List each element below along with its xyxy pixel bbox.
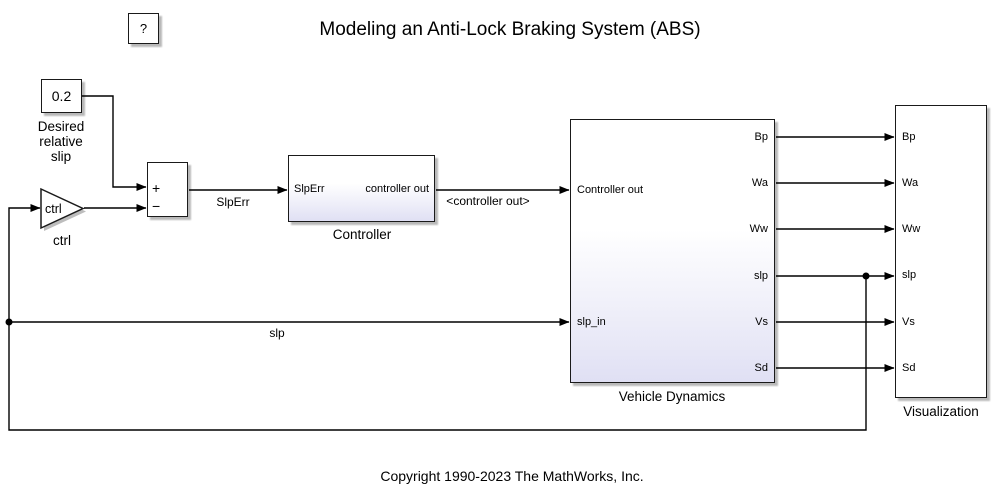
vis-inport-bp: Bp xyxy=(902,131,916,143)
vehicle-dynamics-block-label: Vehicle Dynamics xyxy=(618,389,726,404)
gain-block-label: ctrl xyxy=(53,233,71,248)
vd-outport-wa: Wa xyxy=(751,177,768,189)
vehicle-dynamics-block[interactable]: Controller out slp_in Bp Wa Ww slp Vs Sd xyxy=(570,119,775,383)
constant-block-label: Desired relative slip xyxy=(37,119,85,164)
vis-inport-ww: Ww xyxy=(902,223,921,235)
constant-block-desired-slip[interactable]: 0.2 xyxy=(41,79,82,113)
vd-outport-ww: Ww xyxy=(749,223,768,235)
sum-plus-sign: + xyxy=(152,180,161,196)
gain-text: ctrl xyxy=(45,202,62,216)
vis-inport-wa: Wa xyxy=(902,177,919,189)
vd-inport-slp-in: slp_in xyxy=(577,316,606,328)
sum-minus-sign: − xyxy=(152,198,161,214)
constant-value: 0.2 xyxy=(51,88,72,104)
vd-outport-vs: Vs xyxy=(755,316,768,328)
vis-inport-vs: Vs xyxy=(902,316,915,328)
controller-block-label: Controller xyxy=(332,227,392,242)
controller-inport-label: SlpErr xyxy=(294,183,325,195)
controller-block[interactable]: SlpErr controller out xyxy=(288,155,435,222)
signal-label-slp[interactable]: slp xyxy=(269,326,285,340)
wire-junction-dot-feedback xyxy=(5,318,13,326)
visualization-block-label: Visualization xyxy=(903,404,979,419)
signal-label-slperr[interactable]: SlpErr xyxy=(216,195,250,209)
vd-outport-sd: Sd xyxy=(754,362,768,374)
vis-inport-sd: Sd xyxy=(902,362,916,374)
vd-outport-slp: slp xyxy=(753,270,768,282)
sum-block[interactable]: + − xyxy=(147,162,188,217)
controller-outport-label: controller out xyxy=(365,183,429,195)
vis-inport-slp: slp xyxy=(902,269,917,281)
help-block[interactable]: ? xyxy=(128,13,159,44)
question-mark-icon: ? xyxy=(139,21,148,36)
vd-outport-bp: Bp xyxy=(754,131,768,143)
model-title: Modeling an Anti-Lock Braking System (AB… xyxy=(319,19,701,40)
signal-label-controller-out[interactable]: <controller out> xyxy=(446,194,530,208)
wire-junction-dot-slp xyxy=(862,272,870,280)
vd-inport-controller-out: Controller out xyxy=(577,184,644,196)
copyright-text: Copyright 1990-2023 The MathWorks, Inc. xyxy=(380,468,644,484)
visualization-block[interactable]: Bp Wa Ww slp Vs Sd xyxy=(895,105,987,398)
